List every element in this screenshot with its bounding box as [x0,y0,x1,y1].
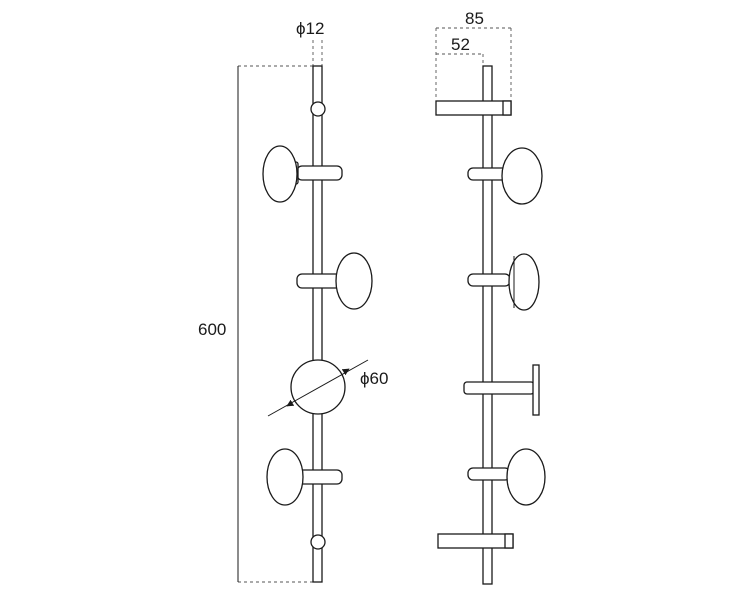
rod-diameter-dimension: ϕ12 [296,19,324,66]
side-rod [482,65,493,585]
bottom-screw [310,534,326,550]
projection-inner-label: 52 [451,35,470,54]
height-dimension: 600 [198,65,318,583]
knob-3: ϕ60 [267,359,388,417]
knob-4 [266,448,343,506]
side-view: 85 52 [435,9,546,585]
side-knob-1 [467,147,543,205]
projection-dimensions: 85 52 [435,9,512,100]
side-knob-2 [467,253,540,311]
side-knob-4 [467,448,546,506]
rod [312,65,323,583]
front-view: 600 ϕ12 ϕ60 [198,19,388,583]
bottom-bracket [437,533,514,549]
knob-diameter-label: ϕ60 [360,369,388,388]
rod-diameter-label: ϕ12 [296,19,324,38]
projection-outer-label: 85 [465,9,484,28]
knob-1 [262,145,343,203]
top-bracket [435,100,512,116]
side-knob-3 [463,364,540,416]
height-label: 600 [198,320,226,339]
top-screw [310,101,326,117]
knob-2 [296,252,373,310]
